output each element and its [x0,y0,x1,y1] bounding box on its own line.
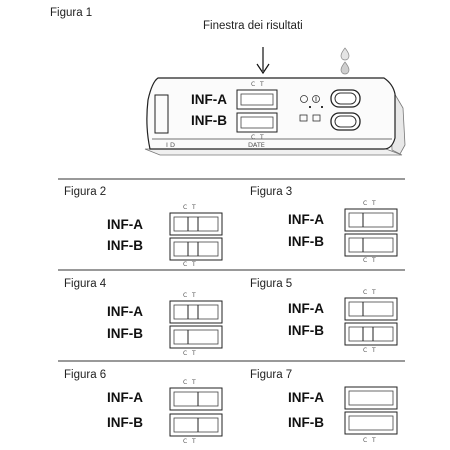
window-a-test-mark: T [259,81,264,88]
figure-4-label-inf-a: INF-A [107,304,143,319]
cassette-id-label: I D [166,141,175,149]
figure-2-control-mark: C [183,204,187,211]
figure-2-title: Figura 2 [64,186,106,198]
figure-7-window-a [344,386,398,410]
result-window-a [236,89,278,110]
window-a-control-mark: C [251,81,255,88]
figure-2-label-inf-b: INF-B [107,238,143,253]
figure-3-test-mark: T [371,200,376,207]
figure-2-test-mark: T [191,204,196,211]
figure-6-control-mark: C [183,379,187,386]
figure-5-test-mark: T [371,289,376,296]
window-b-control-mark: C [251,134,255,141]
figure-3-control-mark-b: C [363,257,367,264]
figure-6-window-a [169,387,223,411]
figure-7-window-b [344,411,398,435]
figure-6-control-mark-b: C [183,438,187,445]
figure-2-label-inf-a: INF-A [107,217,143,232]
figure-6-label-inf-b: INF-B [107,415,143,430]
figure-4-test-mark: T [191,292,196,299]
figure-6-test-mark-b: T [191,438,196,445]
cassette-date-label: DATE [248,141,265,149]
figure-2: Figura 2 INF-A INF-B C T C T [64,186,223,268]
figure-7-label-inf-a: INF-A [288,390,324,405]
figure-1-title: Figura 1 [50,7,92,19]
sample-well-b [330,112,361,131]
figure-3-window-a [344,208,398,232]
figure-5-test-mark-b: T [371,347,376,354]
window-b-test-mark: T [259,134,264,141]
figure-5-window-a [344,297,398,321]
figure-7: Figura 7 INF-A INF-B C T [250,369,398,444]
figure-2-control-mark-b: C [183,261,187,268]
figure-6-window-b [169,413,223,437]
figure-4-control-mark: C [183,292,187,299]
figure-6-title: Figura 6 [64,369,106,381]
figure-3-label-inf-a: INF-A [288,212,324,227]
figure-5-label-inf-b: INF-B [288,323,324,338]
result-window-callout: Finestra dei risultati [203,20,303,32]
figure-6-test-mark: T [191,379,196,386]
figure-6: Figura 6 INF-A INF-B C T C T [64,369,223,445]
figure-3: Figura 3 INF-A INF-B C T C T [250,186,398,264]
figure-7-title: Figura 7 [250,369,292,381]
figure-3-control-mark: C [363,200,367,207]
figure-4: Figura 4 INF-A INF-B C T C T [64,278,223,357]
sample-drop-icon [340,47,350,75]
callout-arrow-icon [256,47,270,75]
figure-1: Figura 1 Finestra dei risultati I D DATE… [50,7,406,156]
figure-4-control-mark-b: C [183,350,187,357]
figure-5-title: Figura 5 [250,278,292,290]
figure-3-test-mark-b: T [371,257,376,264]
test-cassette: I D DATE INF-A INF-B C T C T [144,77,406,156]
figure-4-title: Figura 4 [64,278,107,290]
figure-2-window-b [169,237,223,261]
figure-5-control-mark: C [363,289,367,296]
cassette-label-inf-b: INF-B [191,113,227,128]
figure-5-window-b [344,322,398,346]
figure-4-window-a [169,300,223,324]
status-symbols-icon [299,95,323,122]
figure-2-window-a [169,212,223,236]
figure-6-label-inf-a: INF-A [107,390,143,405]
result-window-b [236,112,278,133]
figure-3-title: Figura 3 [250,186,292,198]
figure-3-window-b [344,233,398,257]
figure-5: Figura 5 INF-A INF-B C T C T [250,278,398,354]
sample-well-a [330,89,361,108]
figure-7-label-inf-b: INF-B [288,415,324,430]
figure-2-test-mark-b: T [191,261,196,268]
figure-4-test-mark-b: T [191,350,196,357]
figure-7-test-mark: T [371,437,376,444]
figure-3-label-inf-b: INF-B [288,234,324,249]
figure-4-window-b [169,325,223,349]
figure-4-label-inf-b: INF-B [107,326,143,341]
figure-5-control-mark-b: C [363,347,367,354]
cassette-label-inf-a: INF-A [191,92,227,107]
figure-7-control-mark: C [363,437,367,444]
figure-5-label-inf-a: INF-A [288,301,324,316]
